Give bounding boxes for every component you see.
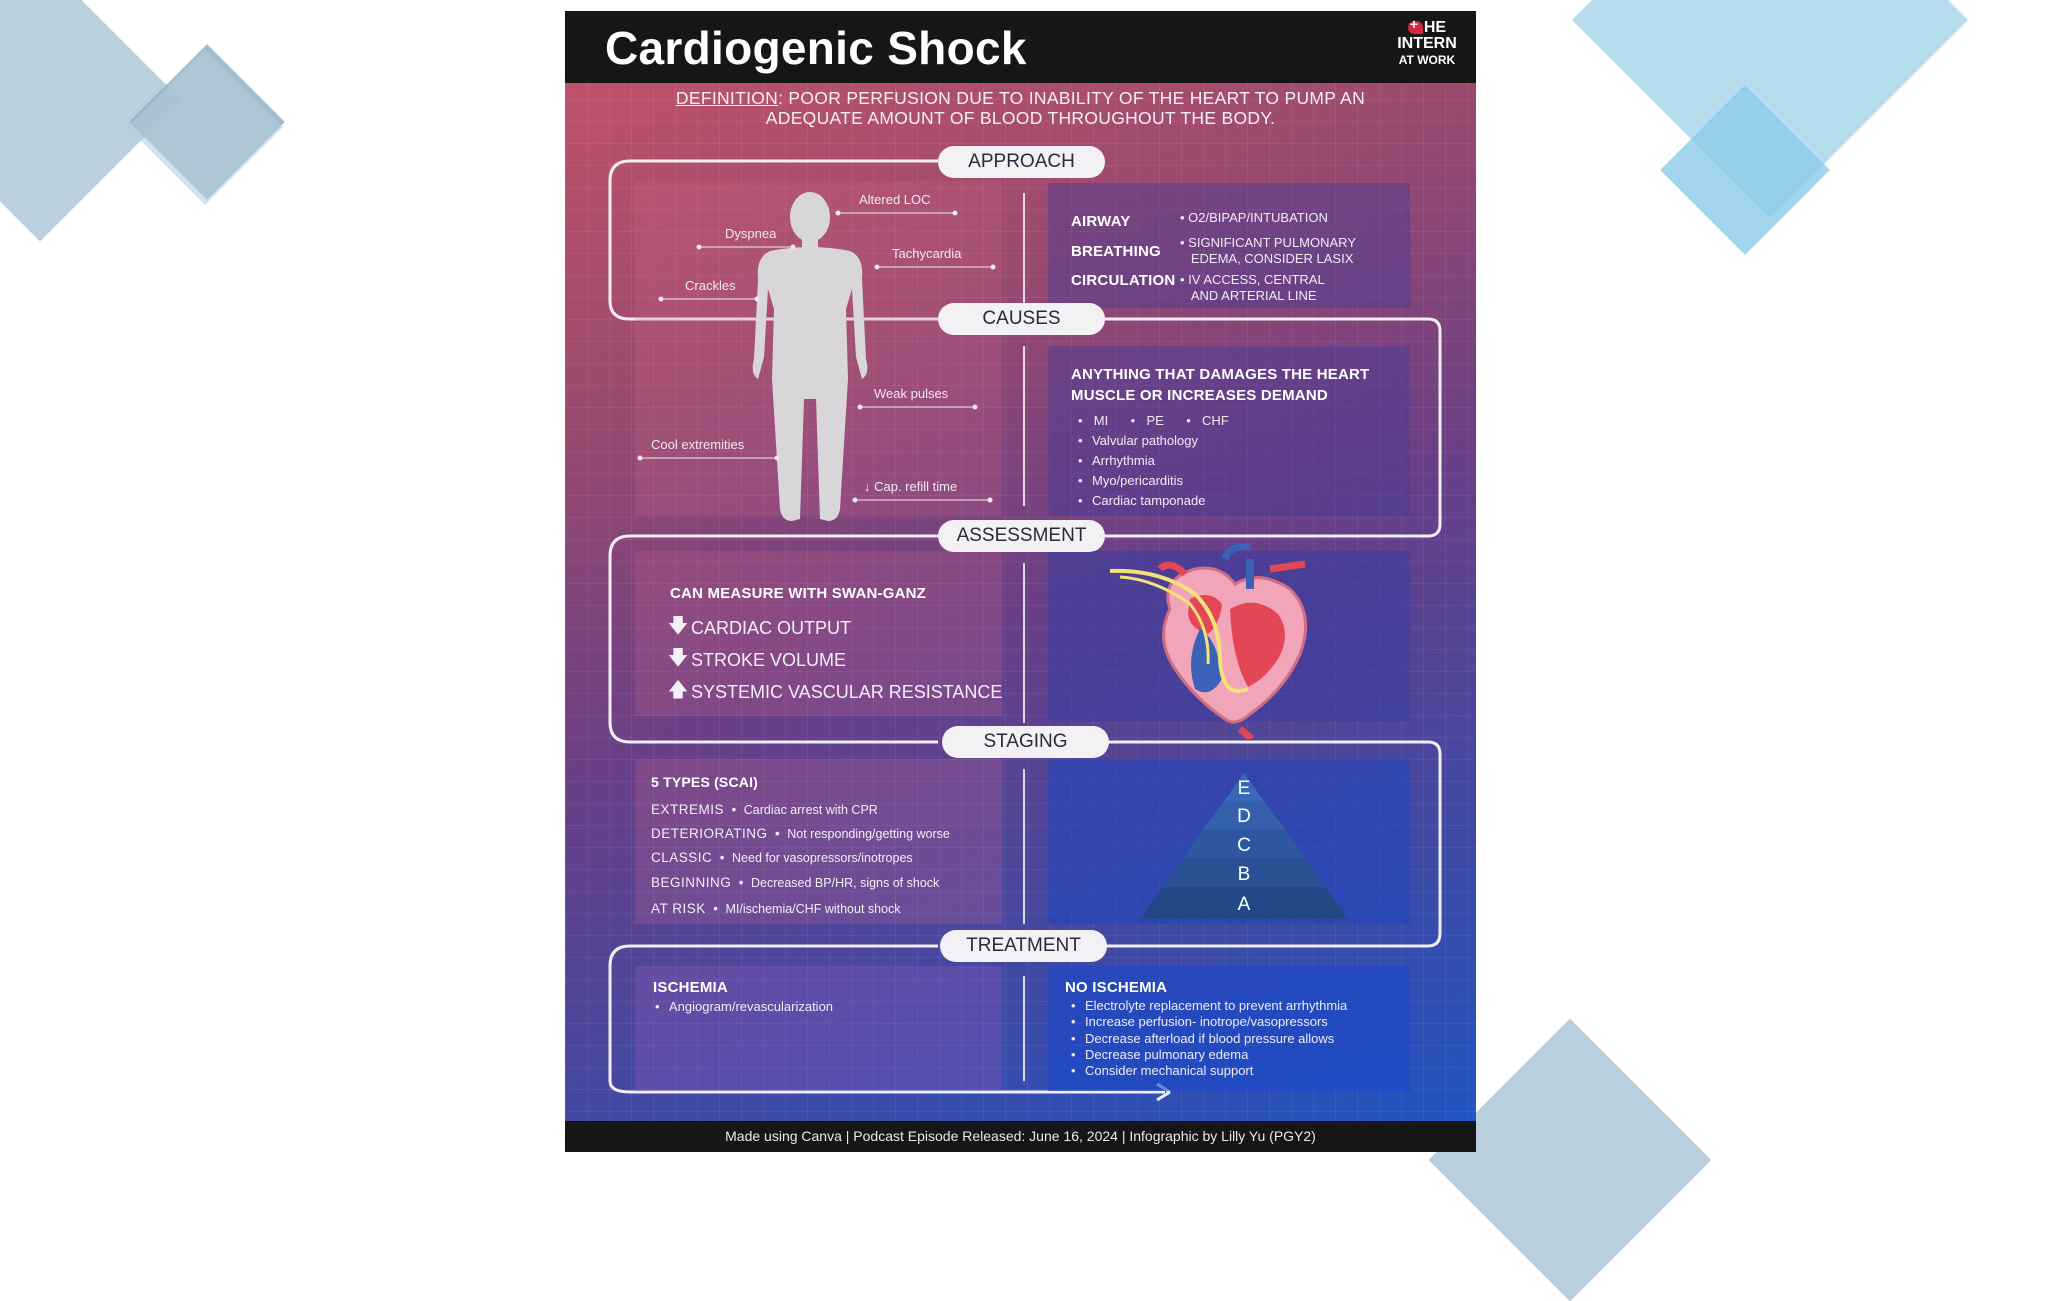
circulation-detail: • IV ACCESS, CENTRAL AND ARTERIAL LINE (1180, 272, 1325, 303)
heart-cross-icon (1407, 16, 1423, 35)
staging-row: DETERIORATING • Not responding/getting w… (651, 826, 950, 841)
arrow-up-icon: 🡅 (667, 679, 689, 701)
airway-detail: • O2/BIPAP/INTUBATION (1180, 210, 1328, 225)
intern-at-work-logo: HE INTERN AT WORK (1390, 16, 1464, 68)
label-cool-extremities: Cool extremities (651, 437, 745, 452)
list-item: 🡅SYSTEMIC VASCULAR RESISTANCE (665, 676, 1003, 708)
list-item: Cardiac tamponade (1076, 491, 1205, 511)
assessment-list: 🡇CARDIAC OUTPUT 🡇STROKE VOLUME 🡅SYSTEMIC… (665, 612, 1003, 708)
assessment-divider (1023, 563, 1025, 723)
body-pointer-lines (637, 210, 996, 503)
list-item: 🡇STROKE VOLUME (665, 644, 1002, 676)
staging-row: BEGINNING • Decreased BP/HR, signs of sh… (651, 875, 940, 890)
label-tachycardia: Tachycardia (892, 246, 962, 261)
ischemia-heading: ISCHEMIA (653, 979, 728, 996)
pyramid-level-d: D (1237, 806, 1251, 827)
definition-text: DEFINITION: POOR PERFUSION DUE TO INABIL… (635, 88, 1406, 128)
section-treatment-pill: TREATMENT (940, 930, 1107, 962)
heart-illustration (1109, 543, 1308, 739)
list-item: Valvular pathology (1076, 431, 1205, 451)
arrow-down-icon: 🡇 (667, 615, 689, 637)
list-item: Decrease pulmonary edema (1069, 1047, 1347, 1064)
ischemia-list: Angiogram/revascularization (653, 998, 833, 1015)
list-item: 🡇CARDIAC OUTPUT (665, 612, 1002, 644)
definition-label: DEFINITION (675, 88, 779, 108)
list-item: Arrhythmia (1076, 451, 1205, 471)
section-staging-pill: STAGING (942, 726, 1109, 758)
approach-divider (1023, 193, 1025, 308)
circulation-label: CIRCULATION (1071, 272, 1176, 289)
logo-line-1: HE (1423, 19, 1447, 36)
causes-list: Valvular pathology Arrhythmia Myo/perica… (1076, 431, 1205, 511)
logo-line-2: INTERN (1397, 35, 1457, 52)
pyramid-level-a: A (1237, 894, 1251, 915)
staging-row: EXTREMIS • Cardiac arrest with CPR (651, 802, 878, 817)
list-item: Myo/pericarditis (1076, 471, 1205, 491)
list-item: Decrease afterload if blood pressure all… (1069, 1031, 1347, 1048)
section-causes-pill: CAUSES (938, 303, 1105, 335)
human-body-icon (752, 192, 868, 521)
infographic-poster: Cardiogenic Shock HE INTERN AT WORK DEFI… (565, 11, 1476, 1152)
poster-header: Cardiogenic Shock HE INTERN AT WORK (565, 11, 1476, 83)
airway-label: AIRWAY (1071, 213, 1131, 230)
staging-left-panel (635, 759, 1002, 924)
staging-divider (1023, 769, 1025, 924)
pyramid-level-c: C (1237, 835, 1251, 856)
ischemia-panel (635, 966, 1002, 1091)
label-weak-pulses: Weak pulses (874, 386, 949, 401)
poster-title: Cardiogenic Shock (605, 22, 1027, 74)
no-ischemia-heading: NO ISCHEMIA (1065, 979, 1168, 996)
staging-row: AT RISK • MI/ischemia/CHF without shock (651, 901, 901, 916)
label-crackles: Crackles (685, 278, 736, 293)
no-ischemia-list: Electrolyte replacement to prevent arrhy… (1069, 998, 1347, 1080)
staging-heading: 5 TYPES (SCAI) (651, 774, 759, 790)
list-item: Increase perfusion- inotrope/vasopressor… (1069, 1014, 1347, 1031)
list-item: Electrolyte replacement to prevent arrhy… (1069, 998, 1347, 1015)
assessment-left-panel (635, 551, 1002, 716)
list-item: Angiogram/revascularization (653, 998, 833, 1015)
arrow-down-icon: 🡇 (667, 647, 689, 669)
poster-footer: Made using Canva | Podcast Episode Relea… (565, 1121, 1476, 1152)
assessment-heading: CAN MEASURE WITH SWAN-GANZ (670, 585, 927, 602)
section-assessment-pill: ASSESSMENT (938, 520, 1105, 552)
airway-panel (1048, 183, 1410, 308)
label-dyspnea: Dyspnea (725, 226, 777, 241)
staging-row: CLASSIC • Need for vasopressors/inotrope… (651, 850, 913, 865)
treatment-divider (1023, 976, 1025, 1081)
label-altered-loc: Altered LOC (859, 192, 931, 207)
label-cap-refill: ↓ Cap. refill time (864, 479, 958, 494)
causes-inline-list: • MI • PE • CHF (1078, 413, 1229, 428)
logo-line-3: AT WORK (1398, 53, 1456, 67)
section-approach-pill: APPROACH (938, 146, 1105, 178)
pyramid-level-b: B (1237, 864, 1251, 885)
definition-body: : POOR PERFUSION DUE TO INABILITY OF THE… (765, 88, 1366, 128)
breathing-detail: • SIGNIFICANT PULMONARY EDEMA, CONSIDER … (1180, 235, 1356, 266)
causes-divider (1023, 346, 1025, 506)
breathing-label: BREATHING (1071, 243, 1161, 260)
scai-stage-pyramid (1140, 773, 1348, 919)
pyramid-level-e: E (1237, 778, 1251, 799)
flow-connector-lines (608, 159, 1442, 1102)
list-item: Consider mechanical support (1069, 1063, 1347, 1080)
